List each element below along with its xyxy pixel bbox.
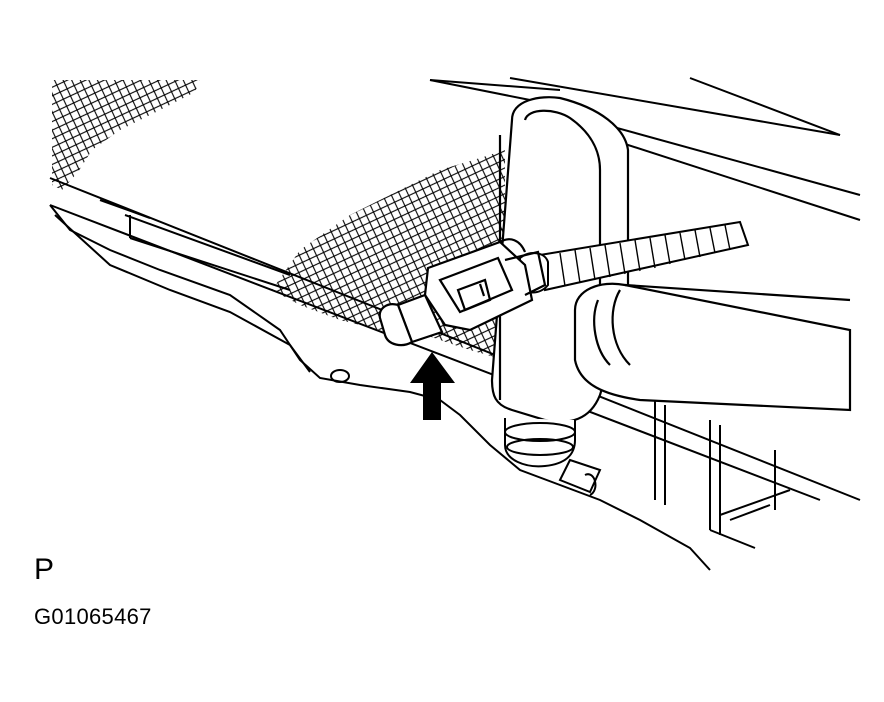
- radiator-hose: [573, 282, 852, 412]
- indicator-arrow-icon: [410, 352, 455, 420]
- radiator-core: [52, 80, 505, 360]
- figure-code: G01065467: [34, 604, 152, 629]
- sensor-connector: [378, 238, 547, 347]
- lower-bracket: [49, 204, 791, 571]
- drain-plug: [504, 418, 576, 468]
- view-label: P: [34, 553, 55, 586]
